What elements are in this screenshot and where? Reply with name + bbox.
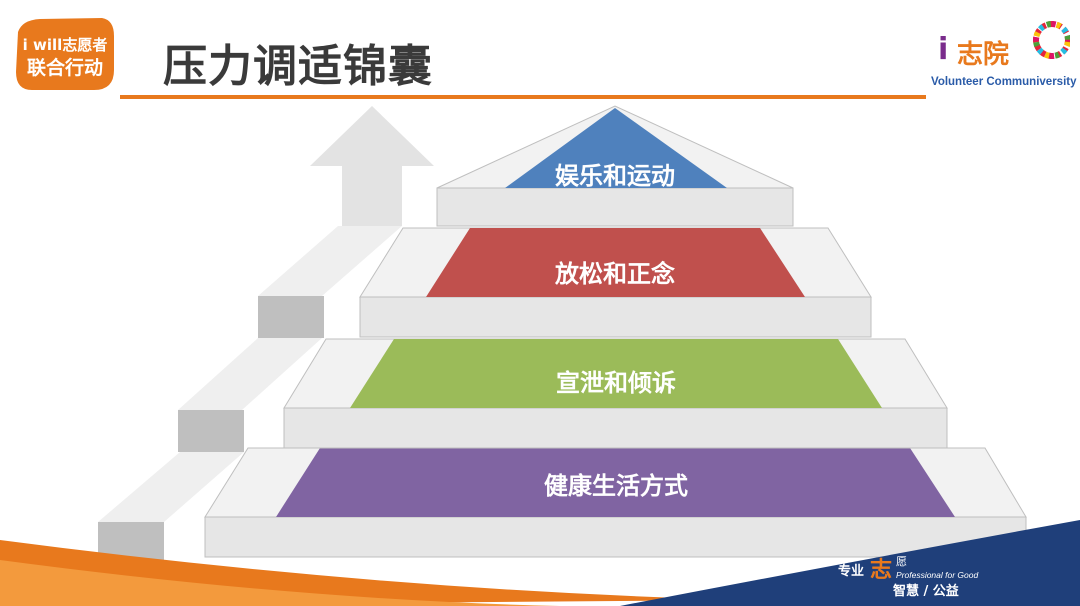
tier-label-venting: 宣泄和倾诉: [556, 369, 676, 397]
staircase-arrow-icon: [98, 106, 434, 564]
iwill-volunteer-logo: i will志愿者 联合行动: [16, 18, 114, 90]
slogan-professional: 专业: [838, 564, 865, 579]
logo-left-line2: 联合行动: [27, 56, 103, 79]
brand-tagline: Volunteer Communiversity: [931, 76, 1077, 88]
slogan-yuan: 愿: [896, 555, 907, 568]
tier-label-healthy-lifestyle: 健康生活方式: [544, 472, 688, 500]
tier-entertainment: [436, 105, 794, 227]
tier-healthy-lifestyle: [204, 447, 1027, 558]
slogan-wisdom-charity: 智慧 / 公益: [893, 584, 959, 599]
color-wheel-icon: [1033, 21, 1070, 59]
volunteer-communiversity-logo: [1033, 21, 1070, 59]
header-divider: [120, 95, 926, 99]
tier-venting: [283, 338, 948, 449]
logo-left-line1: i will志愿者: [23, 36, 108, 54]
tier-label-relaxation: 放松和正念: [555, 260, 675, 288]
tier-relaxation: [359, 227, 872, 338]
brand-i: i: [938, 32, 949, 67]
slogan-english: Professional for Good: [896, 570, 979, 580]
tier-label-entertainment: 娱乐和运动: [555, 162, 675, 190]
page-title: 压力调适锦囊: [163, 41, 433, 92]
brand-name: 志院: [957, 40, 1010, 70]
slogan-zhi: 志: [870, 557, 893, 583]
